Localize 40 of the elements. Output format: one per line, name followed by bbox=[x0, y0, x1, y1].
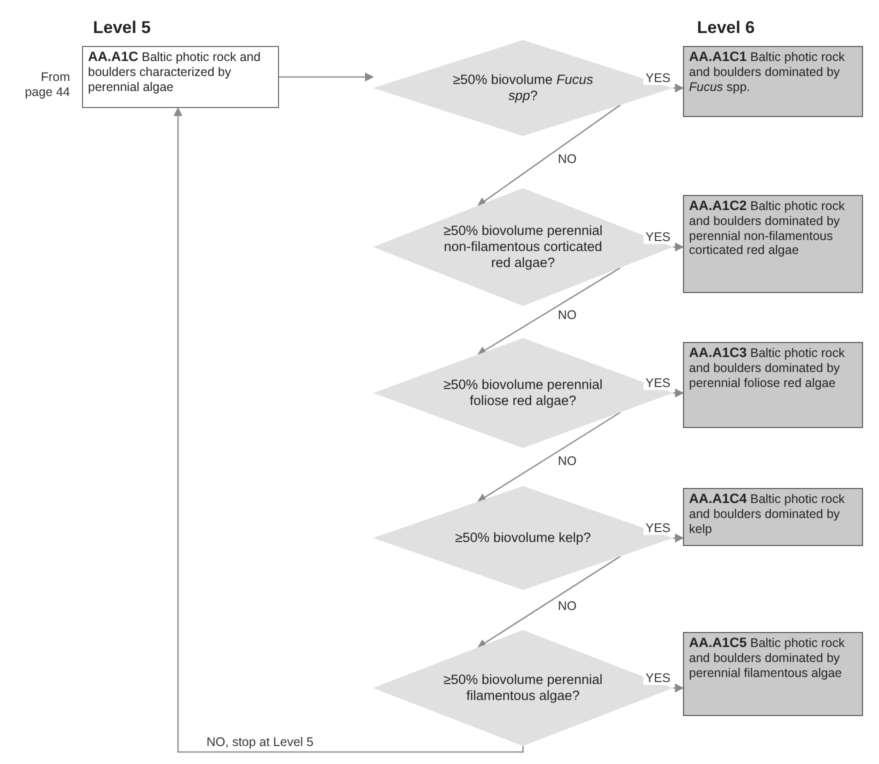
habitat-box: AA.A1C3 Baltic photic rock and boulders dominated by perennial foliose red algae bbox=[683, 342, 863, 428]
arrow bbox=[477, 267, 621, 356]
arrow bbox=[279, 72, 374, 82]
level-heading: Level 6 bbox=[697, 18, 755, 38]
arrow bbox=[477, 556, 621, 648]
habitat-box: AA.A1C1 Baltic photic rock and boulders dominated by Fucus spp. bbox=[683, 46, 863, 117]
edge-label: NO bbox=[556, 454, 579, 468]
decision-question: ≥50% biovolume perennial non-filamentous corticated red algae? bbox=[443, 223, 603, 271]
edge-label: NO bbox=[556, 598, 579, 613]
edge-label: NO bbox=[556, 308, 579, 322]
edge-label: YES bbox=[644, 230, 672, 244]
habitat-box: AA.A1C2 Baltic photic rock and boulders dominated by perennial non-filamentous corticated red algae bbox=[683, 195, 863, 293]
habitat-box: AA.A1C4 Baltic photic rock and boulders dominated by kelp bbox=[683, 488, 863, 546]
decision-diamond bbox=[373, 630, 673, 746]
edge-label: YES bbox=[644, 376, 672, 390]
arrow bbox=[174, 107, 524, 753]
arrow bbox=[673, 684, 684, 692]
arrow bbox=[673, 242, 684, 252]
edge-label: YES bbox=[644, 71, 672, 85]
decision-diamond bbox=[373, 40, 673, 136]
decision-question: ≥50% biovolume perennial foliose red algae? bbox=[443, 377, 603, 409]
start-box: AA.A1C Baltic photic rock and boulders characterized by perennial algae bbox=[82, 46, 279, 108]
edge-label: YES bbox=[644, 671, 672, 685]
edge-label: YES bbox=[644, 521, 672, 535]
arrow bbox=[477, 104, 621, 206]
decision-diamond bbox=[373, 338, 673, 448]
edge-label: NO bbox=[556, 152, 579, 166]
decision-question: ≥50% biovolume Fucus spp? bbox=[452, 72, 594, 104]
decision-question: ≥50% biovolume perennial filamentous algae? bbox=[443, 672, 603, 704]
arrow bbox=[673, 388, 684, 398]
decision-diamond bbox=[373, 486, 673, 590]
level-heading: Level 5 bbox=[93, 18, 151, 38]
habitat-box: AA.A1C5 Baltic photic rock and boulders dominated by perennial filamentous algae bbox=[683, 632, 863, 716]
edge-label: NO, stop at Level 5 bbox=[204, 735, 316, 749]
decision-diamond bbox=[373, 188, 673, 306]
arrow bbox=[477, 412, 621, 502]
decision-question: ≥50% biovolume kelp? bbox=[454, 530, 592, 546]
arrow bbox=[673, 84, 684, 92]
arrow bbox=[673, 534, 684, 542]
page-reference: From page 44 bbox=[24, 70, 70, 100]
